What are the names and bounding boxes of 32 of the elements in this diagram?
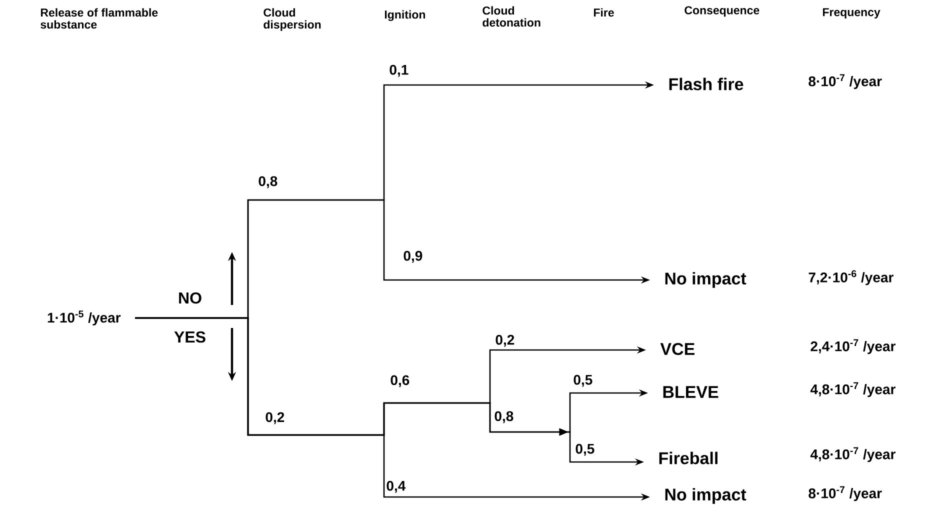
- frequency-label: 8·10$^{-7}$ /year: [808, 486, 882, 502]
- consequence-label: Flash fire: [669, 78, 744, 90]
- column-heading: Cloud detonation: [482, 6, 540, 27]
- frequency-label: 4,8·10$^{-7}$ /year: [810, 447, 896, 462]
- edge-label: 0,2: [496, 334, 514, 347]
- edge-label: 0,9: [404, 250, 422, 263]
- consequence-label: No impact: [665, 488, 746, 504]
- consequence-label: No impact: [665, 272, 746, 288]
- consequence-label: BLEVE: [663, 386, 718, 398]
- branch-probability: 0,8: [494, 411, 514, 424]
- branch-probability: 0,8: [258, 176, 278, 188]
- edge-label: 0,1: [390, 64, 408, 77]
- column-heading: Frequency: [822, 8, 880, 18]
- edge-label: 0,5: [576, 444, 594, 456]
- frequency-label: 7,2·10$^{-6}$ /year: [808, 270, 894, 286]
- column-heading: Cloud dispersion: [264, 8, 321, 31]
- frequency-label: 2,4·10$^{-7}$ /year: [810, 339, 896, 354]
- frequency-label: 8·10$^{-7}$ /year: [808, 74, 882, 90]
- column-heading: Consequence: [684, 6, 760, 17]
- branch-probability: 0,2: [266, 412, 284, 424]
- column-heading: Ignition: [384, 10, 425, 21]
- frequency-label: 4,8·10$^{-7}$ /year: [810, 382, 896, 398]
- edge-label: 0,5: [574, 374, 592, 387]
- branch-label: YES: [174, 331, 206, 343]
- column-heading: Release of flammable substance: [40, 8, 158, 29]
- consequence-label: VCE: [660, 342, 694, 356]
- column-heading: Fire: [594, 8, 614, 17]
- edge-label: 0,4: [386, 480, 406, 493]
- branch-probability: 0,6: [390, 375, 410, 388]
- initial-frequency: 1·10$^{-5}$ /year: [48, 310, 121, 326]
- consequence-label: Fireball: [659, 452, 718, 464]
- branch-label: NO: [179, 292, 202, 304]
